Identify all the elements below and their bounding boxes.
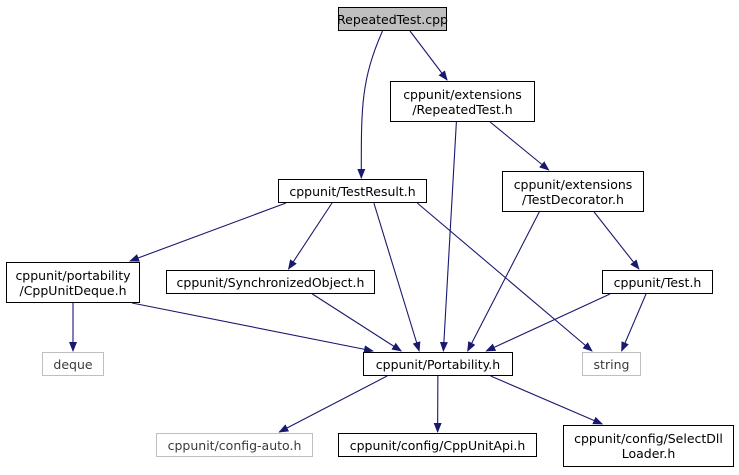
edge-root-to-rt <box>409 30 448 81</box>
edge-tr-to-port <box>373 202 421 352</box>
node-repeated-test-cpp: RepeatedTest.cpp <box>337 7 448 31</box>
edge-port-to-sel <box>490 375 604 425</box>
node-portability-cpp-unit-deque-h[interactable]: cppunit/portability /CppUnitDeque.h <box>6 262 140 303</box>
edge-test-to-port <box>485 293 611 352</box>
edge-tr-to-so <box>287 202 333 270</box>
node-config-cpp-unit-api-h[interactable]: cppunit/config/CppUnitApi.h <box>338 433 537 457</box>
edge-td-to-test <box>593 211 640 270</box>
node-synchronized-object-h[interactable]: cppunit/SynchronizedObject.h <box>166 270 375 294</box>
node-portability-h[interactable]: cppunit/Portability.h <box>363 352 513 376</box>
node-deque-external: deque <box>42 352 104 376</box>
node-test-result-h[interactable]: cppunit/TestResult.h <box>278 179 427 203</box>
node-string-external: string <box>582 352 641 376</box>
edge-cud-to-port <box>131 302 374 354</box>
node-extensions-repeated-test-h[interactable]: cppunit/extensions /RepeatedTest.h <box>390 81 535 122</box>
node-extensions-test-decorator-h[interactable]: cppunit/extensions /TestDecorator.h <box>502 171 644 212</box>
edge-root-to-tr <box>357 30 384 179</box>
edge-rt-to-td <box>489 121 550 171</box>
edge-tr-to-string <box>416 202 593 352</box>
edge-tr-to-cud <box>129 202 287 262</box>
node-config-select-dll-loader-h[interactable]: cppunit/config/SelectDll Loader.h <box>563 425 734 467</box>
edge-test-to-string <box>621 293 647 352</box>
edge-so-to-port <box>312 293 402 352</box>
edge-port-to-cfgauto <box>278 375 388 433</box>
edge-rt-to-port <box>439 121 457 352</box>
edge-td-to-port <box>467 211 540 352</box>
node-test-h[interactable]: cppunit/Test.h <box>602 270 713 294</box>
node-config-auto-h-external: cppunit/config-auto.h <box>156 433 313 457</box>
